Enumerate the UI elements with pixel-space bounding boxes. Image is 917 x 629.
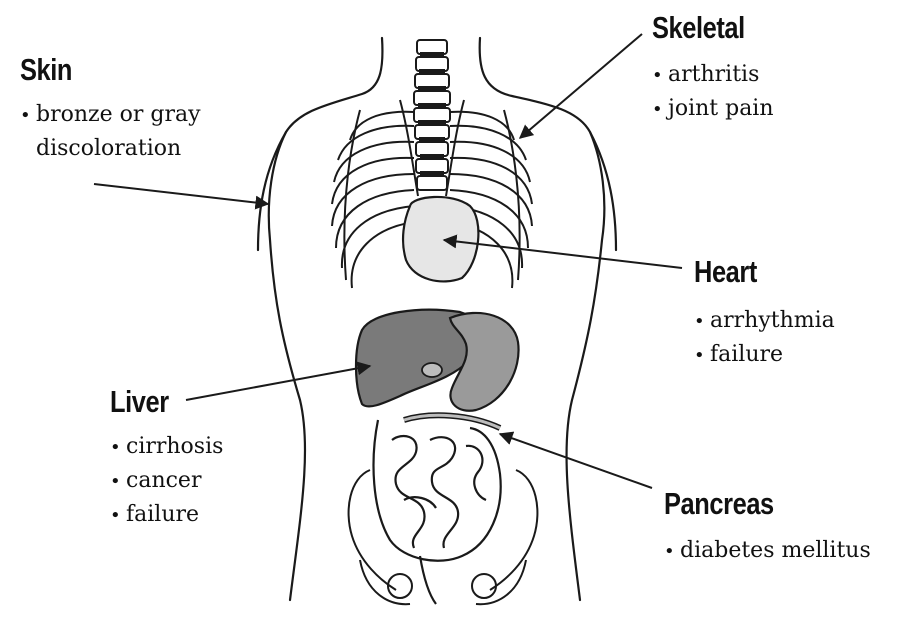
list-item: failure — [694, 338, 835, 372]
skeletal-list: arthritis joint pain — [652, 58, 774, 126]
gallbladder-organ — [422, 363, 442, 377]
list-item: joint pain — [652, 92, 774, 126]
skeletal-arrow — [520, 34, 642, 138]
pancreas-arrow — [500, 434, 652, 488]
list-item: diabetes mellitus — [664, 534, 871, 568]
skin-arrow — [94, 184, 268, 204]
skin-list: bronze or gray discoloration — [20, 98, 201, 165]
spine — [414, 40, 450, 190]
heart-title: Heart — [694, 254, 757, 290]
skeletal-title: Skeletal — [652, 10, 745, 46]
list-item: discoloration — [20, 132, 201, 165]
liver-arrow — [186, 366, 370, 400]
heart-list: arrhythmia failure — [694, 304, 835, 372]
pancreas-title: Pancreas — [664, 486, 774, 522]
list-item: arrhythmia — [694, 304, 835, 338]
body-outline-left — [269, 38, 383, 600]
pancreas-list: diabetes mellitus — [664, 534, 871, 568]
arm-left — [258, 132, 286, 250]
list-item: failure — [110, 498, 223, 532]
liver-list: cirrhosis cancer failure — [110, 430, 223, 532]
liver-title: Liver — [110, 384, 169, 420]
list-item: arthritis — [652, 58, 774, 92]
list-item: cirrhosis — [110, 430, 223, 464]
pelvis — [349, 470, 538, 604]
list-item: cancer — [110, 464, 223, 498]
skin-title: Skin — [20, 52, 72, 88]
heart-arrow — [444, 240, 682, 268]
list-item: bronze or gray — [20, 98, 201, 132]
heart-organ — [403, 197, 478, 281]
